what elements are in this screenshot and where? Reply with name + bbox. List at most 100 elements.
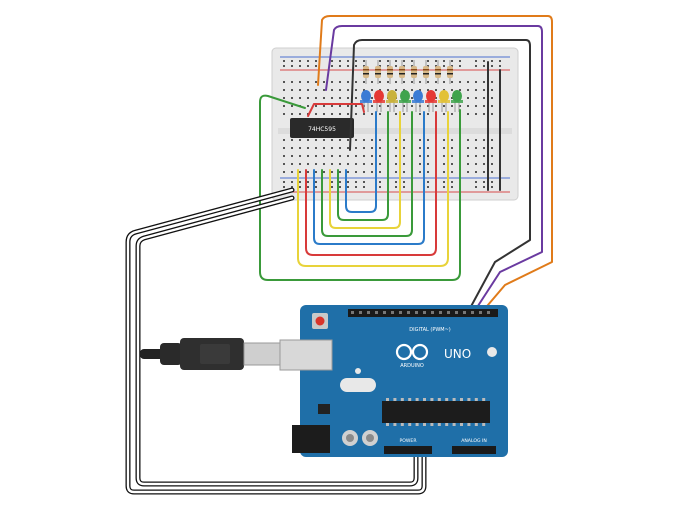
- chip-leg: [460, 398, 463, 401]
- breadboard-hole: [451, 147, 453, 149]
- breadboard-hole: [403, 105, 405, 107]
- breadboard-hole: [451, 105, 453, 107]
- breadboard-hole: [395, 105, 397, 107]
- breadboard-hole: [491, 105, 493, 107]
- breadboard-hole: [427, 105, 429, 107]
- breadboard-hole: [371, 155, 373, 157]
- breadboard-hole: [475, 89, 477, 91]
- breadboard-hole: [283, 97, 285, 99]
- breadboard-hole: [331, 163, 333, 165]
- resistor: [399, 66, 405, 78]
- breadboard-hole: [459, 89, 461, 91]
- breadboard-hole: [291, 171, 293, 173]
- breadboard-hole: [323, 113, 325, 115]
- breadboard-hole: [315, 163, 317, 165]
- breadboard-hole: [451, 163, 453, 165]
- breadboard-hole: [475, 65, 477, 67]
- breadboard-hole: [451, 97, 453, 99]
- breadboard-hole: [419, 81, 421, 83]
- chip-leg: [415, 398, 419, 401]
- breadboard-hole: [347, 155, 349, 157]
- breadboard-hole: [403, 89, 405, 91]
- led-row: [360, 90, 463, 112]
- breadboard-hole: [331, 147, 333, 149]
- breadboard-hole: [443, 186, 445, 188]
- wire-dark: [349, 39, 531, 313]
- breadboard-hole: [339, 163, 341, 165]
- breadboard-hole: [395, 81, 397, 83]
- breadboard-hole: [491, 89, 493, 91]
- usb-strain-relief: [160, 343, 182, 365]
- breadboard-hole: [283, 89, 285, 91]
- breadboard-hole: [483, 60, 485, 62]
- breadboard-hole: [339, 171, 341, 173]
- breadboard-hole: [371, 163, 373, 165]
- chip-leg: [393, 423, 397, 426]
- breadboard-hole: [379, 113, 381, 115]
- power-header: [384, 446, 432, 454]
- breadboard-hole: [483, 105, 485, 107]
- breadboard-hole: [355, 97, 357, 99]
- breadboard-hole: [467, 155, 469, 157]
- breadboard-hole: [355, 186, 357, 188]
- breadboard-hole: [379, 181, 381, 183]
- breadboard-hole: [307, 65, 309, 67]
- breadboard-hole: [459, 105, 461, 107]
- breadboard-hole: [299, 113, 301, 115]
- breadboard-hole: [283, 60, 285, 62]
- breadboard-hole: [291, 89, 293, 91]
- breadboard-hole: [379, 171, 381, 173]
- analog-header-label: ANALOG IN: [461, 438, 487, 444]
- breadboard-hole: [451, 113, 453, 115]
- breadboard-hole: [419, 89, 421, 91]
- resistor-band: [399, 73, 405, 75]
- led: [361, 90, 371, 102]
- breadboard-hole: [459, 81, 461, 83]
- breadboard-hole: [291, 139, 293, 141]
- breadboard-hole: [355, 89, 357, 91]
- wire-blue-1: [313, 111, 425, 245]
- breadboard-hole: [395, 186, 397, 188]
- breadboard-hole: [475, 105, 477, 107]
- chip-leg: [474, 423, 478, 426]
- header-pin: [391, 311, 394, 314]
- breadboard-hole: [363, 60, 365, 62]
- header-pin: [383, 311, 386, 314]
- breadboard-hole: [331, 65, 333, 67]
- breadboard-hole: [315, 139, 317, 141]
- arduino-logo: ARDUINO: [395, 343, 429, 369]
- breadboard-hole: [299, 147, 301, 149]
- resistor-band: [387, 69, 393, 71]
- breadboard-hole: [403, 60, 405, 62]
- breadboard-hole: [379, 147, 381, 149]
- header-pin: [431, 311, 434, 314]
- breadboard-hole: [403, 139, 405, 141]
- chip-body: [290, 118, 354, 138]
- resistor: [363, 66, 369, 78]
- atmega-chip: [382, 401, 490, 423]
- breadboard-hole: [443, 139, 445, 141]
- chip-leg: [408, 423, 412, 426]
- breadboard-hole: [355, 105, 357, 107]
- wire-yellow-2: [329, 111, 401, 229]
- breadboard-hole: [475, 60, 477, 62]
- breadboard-hole: [403, 81, 405, 83]
- breadboard-hole: [283, 65, 285, 67]
- breadboard-hole: [395, 65, 397, 67]
- breadboard-hole: [379, 81, 381, 83]
- breadboard-hole: [323, 139, 325, 141]
- header-pin: [455, 311, 458, 314]
- breadboard-hole: [467, 89, 469, 91]
- breadboard-hole: [283, 181, 285, 183]
- breadboard-hole: [347, 113, 349, 115]
- breadboard-hole: [483, 163, 485, 165]
- breadboard-hole: [355, 163, 357, 165]
- breadboard-hole: [403, 163, 405, 165]
- breadboard-hole: [339, 65, 341, 67]
- breadboard-hole: [467, 105, 469, 107]
- breadboard-hole: [339, 113, 341, 115]
- breadboard-hole: [435, 65, 437, 67]
- breadboard-hole: [307, 60, 309, 62]
- breadboard-hole: [467, 171, 469, 173]
- chip-leg: [452, 398, 456, 401]
